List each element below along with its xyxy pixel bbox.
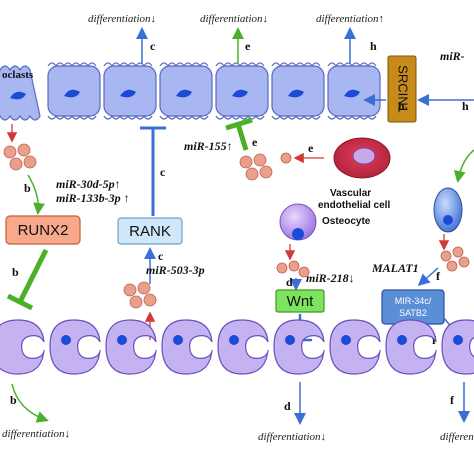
wnt-label: Wnt <box>287 293 315 310</box>
vascular-label-1: Vascular <box>330 188 371 199</box>
osteoblast-cell <box>217 319 269 375</box>
arrow-f-malat <box>417 267 439 286</box>
mir-topright-text: miR- <box>440 49 465 63</box>
label-h-srcin: h <box>398 99 405 113</box>
runx2-label: RUNX2 <box>18 222 69 239</box>
label-d-3: d <box>284 399 291 413</box>
mir-133b-text: miR-133b-3p ↑ <box>56 191 130 205</box>
label-e-arrow: e <box>308 141 314 155</box>
vascular-endothelial-cell <box>333 137 391 179</box>
mir-503-text: miR-503-3p <box>146 263 205 277</box>
osteocyte-label: Osteocyte <box>322 216 371 227</box>
inhibit-e-bar <box>225 117 253 131</box>
label-c-mid: c <box>160 165 166 179</box>
osteoclast-cell <box>103 62 157 120</box>
right-blue-cell <box>433 187 463 233</box>
osteoclast-cell <box>159 62 213 120</box>
mir34c-label: MIR-34c/ <box>395 296 432 306</box>
differentiation-c-text: differentiation↓ <box>88 13 156 25</box>
differentiation-b-text: differentiation↓ <box>2 428 70 440</box>
differentiation-d-text: differentiation↓ <box>258 431 326 443</box>
osteocyte-cell <box>279 203 317 241</box>
label-f-1: f <box>436 269 441 283</box>
label-e-top: e <box>245 39 251 53</box>
runx2-box <box>5 215 81 245</box>
osteoblast-cell <box>0 319 45 375</box>
vesicle-cluster-e <box>239 152 292 181</box>
osteoblast-cell <box>105 319 157 375</box>
wnt-box <box>275 289 325 313</box>
satb2-label: SATB2 <box>399 308 427 318</box>
osteoblast-cell <box>385 319 437 375</box>
srcin1-label: SRCIN1 <box>396 65 411 113</box>
osteoclasts-label: oclasts <box>2 69 34 81</box>
inhibit-runx2-bar <box>6 293 34 311</box>
differentiation-f-text: differentiation↓ <box>440 431 474 443</box>
label-d-1: d <box>286 275 293 289</box>
osteoblast-cell <box>49 319 101 375</box>
label-e-mid: e <box>252 135 258 149</box>
mir-30d-text: miR-30d-5p↑ <box>56 177 121 191</box>
osteoclast-layer <box>0 62 381 121</box>
osteoblast-layer <box>0 319 474 375</box>
rank-box <box>117 217 183 245</box>
osteoclast-cell <box>327 62 381 120</box>
malat1-text: MALAT1 <box>371 261 419 275</box>
label-b-1: b <box>24 181 31 195</box>
osteoclast-cell <box>47 62 101 120</box>
mir-155-text: miR-155↑ <box>184 139 233 153</box>
differentiation-h-text: differentiation↑ <box>316 13 384 25</box>
differentiation-e-text: differentiation↓ <box>200 13 268 25</box>
osteoclast-cell <box>215 62 269 120</box>
vesicle-cluster-d <box>276 260 310 278</box>
label-f-3: f <box>450 393 455 407</box>
label-b-3: b <box>10 393 17 407</box>
osteoclast-cell <box>271 62 325 120</box>
osteoblast-cell <box>441 319 474 375</box>
srcin1-box <box>387 55 417 123</box>
label-h-right: h <box>462 99 469 113</box>
label-c-top: c <box>150 39 156 53</box>
osteoblast-cell <box>329 319 381 375</box>
arrow-green-b-bottom <box>11 383 49 423</box>
label-h-top: h <box>370 39 377 53</box>
inhibit-e-line <box>235 123 249 151</box>
osteoblast-cell <box>273 319 325 375</box>
inhibit-runx2 <box>17 248 49 304</box>
label-b-2: b <box>12 265 19 279</box>
osteoblast-cell <box>161 319 213 375</box>
vesicle-cluster-c <box>123 281 157 309</box>
vesicle-cluster-f <box>440 246 470 272</box>
rank-label: RANK <box>129 223 171 240</box>
vesicle-cluster-b <box>3 143 37 171</box>
arrow-green-f <box>453 149 474 183</box>
arrow-green-b <box>27 174 46 215</box>
mir-218-text: miR-218↓ <box>306 271 355 285</box>
osteoclast-cell <box>0 65 41 121</box>
label-c-low: c <box>158 249 164 263</box>
vascular-label-2: endothelial cell <box>318 200 390 211</box>
